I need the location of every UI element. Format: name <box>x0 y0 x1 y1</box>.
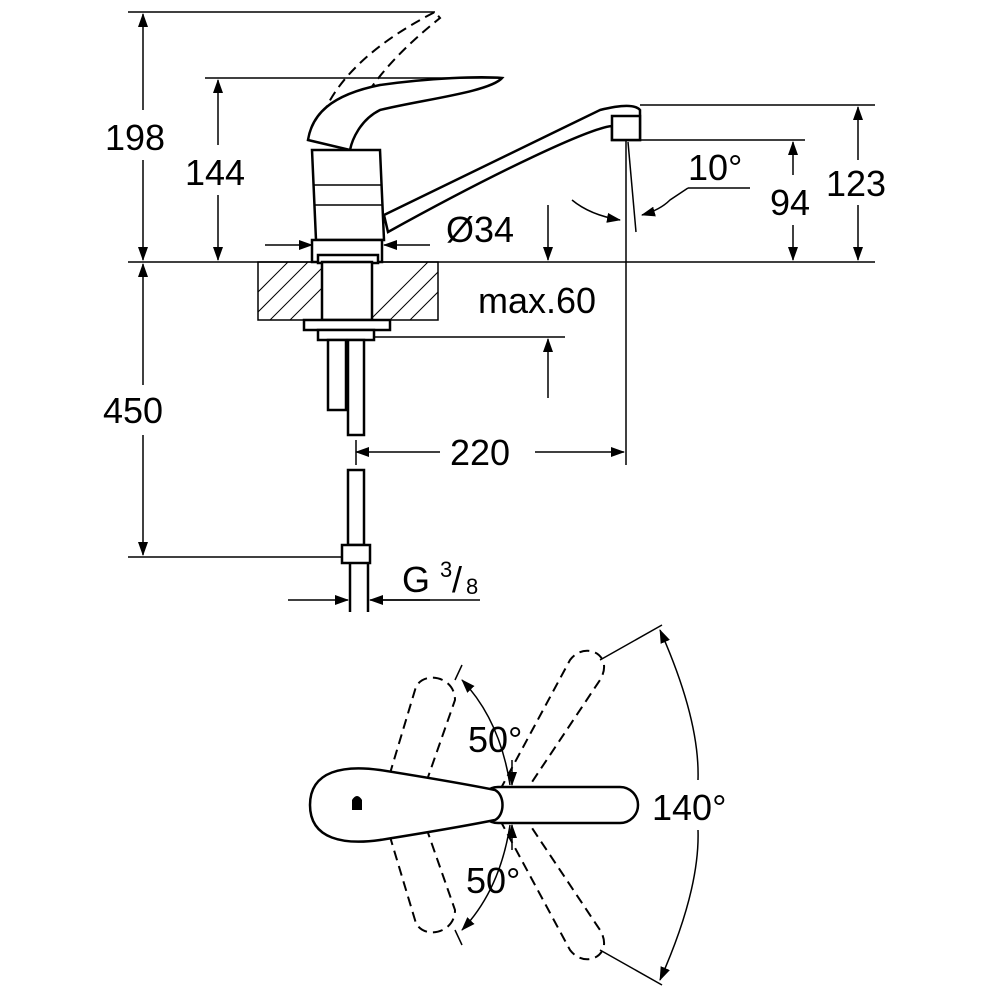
dim-hose-length: 450 <box>103 390 163 431</box>
dim-outlet-height: 94 <box>770 182 810 223</box>
dim-spout-reach: 220 <box>450 432 510 473</box>
dim-spout-swivel: 140° <box>652 787 726 828</box>
dim-connection-numerator: 3 <box>440 557 452 582</box>
dim-left-rotation: 50° <box>468 719 522 760</box>
dim-right-rotation: 50° <box>466 860 520 901</box>
dim-connection-prefix: G <box>402 559 430 600</box>
dim-spout-angle: 10° <box>688 147 742 188</box>
dim-spout-height: 123 <box>826 163 886 204</box>
fraction-slash: / <box>452 559 462 600</box>
dim-total-height: 198 <box>105 117 165 158</box>
dim-base-diameter: Ø34 <box>446 209 514 250</box>
dim-connection-denominator: 8 <box>466 574 478 599</box>
dim-max-counter-thickness: max.60 <box>478 280 596 321</box>
faucet-side-view <box>302 10 642 612</box>
faucet-top-view <box>308 649 640 961</box>
dim-lever-height: 144 <box>185 152 245 193</box>
